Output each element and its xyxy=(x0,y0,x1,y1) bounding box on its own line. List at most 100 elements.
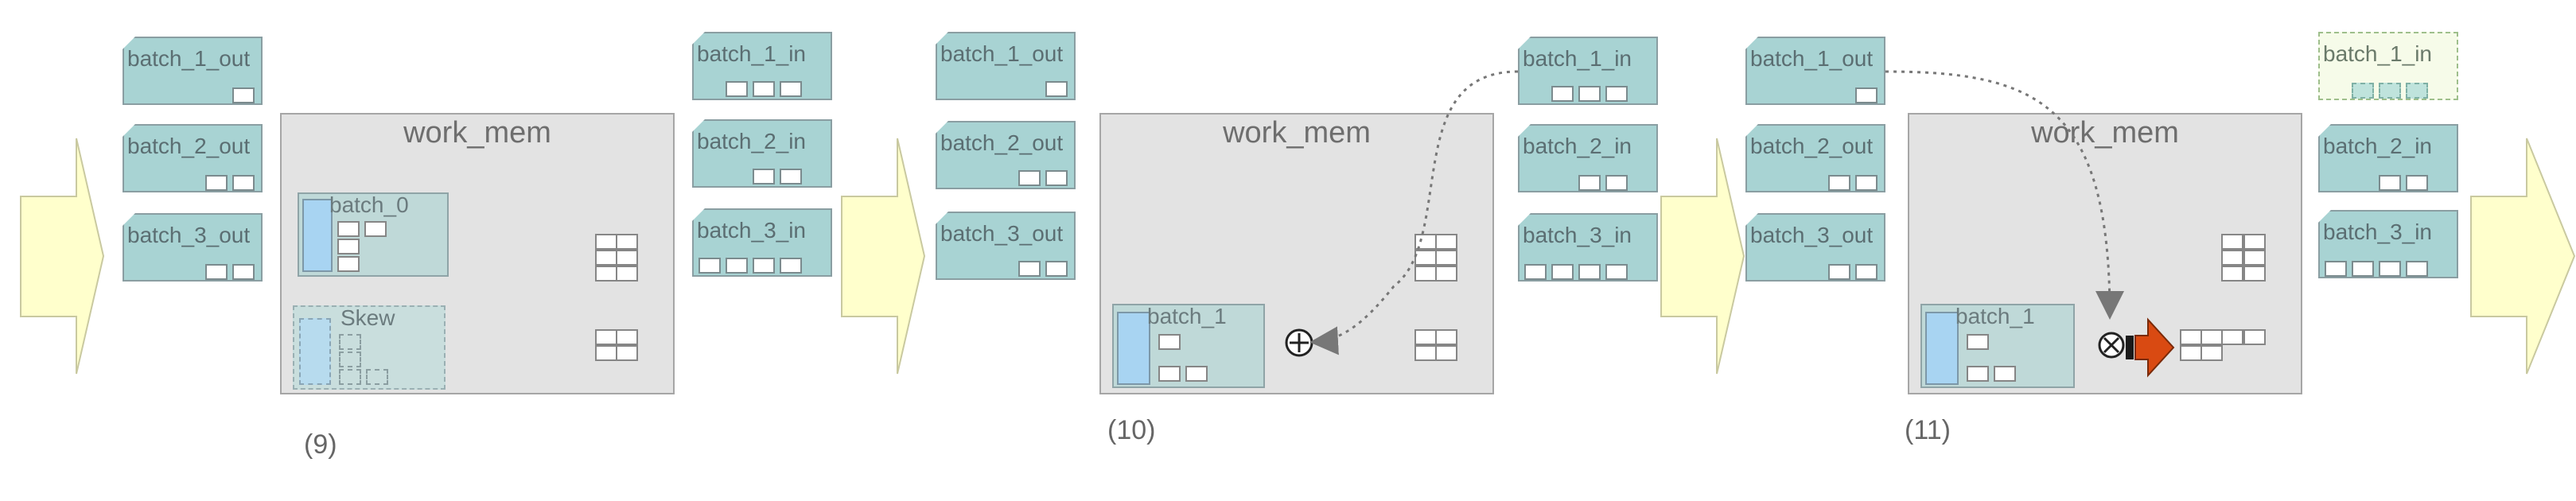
tuple-block xyxy=(1045,261,1068,277)
batch-3-out-card: batch_3_out xyxy=(123,213,263,282)
batch-1-box: batch_1 xyxy=(1920,304,2075,388)
batch-2-in-card: batch_2_in xyxy=(692,119,832,188)
buffer-block xyxy=(1414,329,1437,345)
work-mem-title: work_mem xyxy=(403,116,551,150)
tuple-block xyxy=(339,334,361,350)
tuple-block xyxy=(753,258,775,274)
tuple-block xyxy=(1605,175,1628,191)
card-label: batch_3_out xyxy=(1750,223,1874,247)
buffer-block xyxy=(2200,329,2223,345)
card-label: batch_1_out xyxy=(940,41,1064,66)
work-mem-title: work_mem xyxy=(2031,116,2179,150)
buffer-block xyxy=(1414,250,1437,266)
tuple-block xyxy=(205,264,228,280)
buffer-block xyxy=(2243,234,2266,250)
buffer-block xyxy=(1435,250,1457,266)
work-mem-box: work_mem batch_1 xyxy=(1099,113,1494,394)
circled-times-icon xyxy=(2098,332,2125,359)
buffer-block xyxy=(2200,345,2223,361)
batch-1-out-card: batch_1_out xyxy=(1745,37,1885,105)
card-label: batch_2_out xyxy=(1750,134,1874,158)
batch-1-label: batch_1 xyxy=(1147,304,1227,328)
tuple-block xyxy=(1158,366,1181,382)
tuple-block xyxy=(780,258,802,274)
tuple-block xyxy=(1185,366,1208,382)
buffer-block xyxy=(595,329,617,345)
tuple-block xyxy=(232,264,255,280)
tuple-block xyxy=(1018,261,1041,277)
batch-2-in-card: batch_2_in xyxy=(2318,124,2458,192)
card-label: batch_1_out xyxy=(127,46,251,71)
circled-plus-icon xyxy=(1285,328,1313,357)
tuple-block xyxy=(1158,334,1181,350)
skew-hash-table xyxy=(299,318,331,385)
step-label: (10) xyxy=(1107,415,1156,445)
card-label: batch_3_in xyxy=(1523,223,1632,247)
tuple-block xyxy=(2379,261,2401,277)
tuple-block xyxy=(232,87,255,103)
batch-0-box: batch_0 xyxy=(298,192,449,277)
batch-1-in-card: batch_1_in xyxy=(692,32,832,100)
tuple-block xyxy=(1551,86,1574,102)
tuple-block xyxy=(1018,170,1041,186)
tuple-block xyxy=(337,239,360,254)
buffer-block xyxy=(2243,250,2266,266)
buffer-block xyxy=(616,234,638,250)
card-label: batch_2_in xyxy=(697,129,807,153)
tuple-block xyxy=(1828,175,1850,191)
card-label: batch_2_in xyxy=(2323,134,2433,158)
step-label: (9) xyxy=(304,429,337,460)
tuple-block xyxy=(2406,261,2428,277)
buffer-block xyxy=(595,266,617,282)
batch-3-in-card: batch_3_in xyxy=(1518,213,1658,282)
card-label: batch_1_in xyxy=(697,41,807,66)
buffer-block xyxy=(2221,234,2243,250)
buffer-block xyxy=(616,329,638,345)
batch-2-out-card: batch_2_out xyxy=(1745,124,1885,192)
hash-table xyxy=(302,199,333,272)
flow-arrow-2 xyxy=(841,138,926,375)
tuple-block xyxy=(337,221,360,237)
batch-1-in-card-empty: batch_1_in xyxy=(2318,32,2458,100)
tuple-block xyxy=(753,169,775,184)
tuple-block xyxy=(1967,366,1989,382)
work-mem-title: work_mem xyxy=(1223,116,1371,150)
tuple-block xyxy=(1967,334,1989,350)
batch-2-out-card: batch_2_out xyxy=(123,124,263,192)
card-label: batch_2_in xyxy=(1523,134,1632,158)
batch-2-in-card: batch_2_in xyxy=(1518,124,1658,192)
tuple-block xyxy=(1551,264,1574,280)
batch-3-in-card: batch_3_in xyxy=(692,208,832,277)
buffer-block xyxy=(1414,345,1437,361)
tuple-block xyxy=(1855,264,1878,280)
buffer-block xyxy=(2243,329,2266,345)
buffer-block xyxy=(616,345,638,361)
tuple-block xyxy=(2379,175,2401,191)
tuple-block xyxy=(1578,264,1601,280)
tuple-block xyxy=(339,351,361,367)
batch-0-label: batch_0 xyxy=(329,192,409,217)
buffer-block xyxy=(1435,266,1457,282)
buffer-block xyxy=(2221,250,2243,266)
skew-label: Skew xyxy=(340,305,395,330)
tuple-block xyxy=(2352,83,2374,99)
work-mem-box: work_mem batch_1 xyxy=(1908,113,2302,394)
hash-table xyxy=(1925,312,1959,385)
tuple-block xyxy=(339,369,361,385)
batch-3-out-card: batch_3_out xyxy=(936,212,1076,280)
batch-2-out-card: batch_2_out xyxy=(936,121,1076,189)
batch-1-out-card: batch_1_out xyxy=(936,32,1076,100)
tuple-block xyxy=(232,175,255,191)
tuple-block xyxy=(780,81,802,97)
flow-arrow-1 xyxy=(20,138,105,375)
hash-table xyxy=(1117,312,1150,385)
flow-arrow-4 xyxy=(2470,138,2576,375)
tuple-block xyxy=(2325,261,2347,277)
buffer-block xyxy=(2221,266,2243,282)
buffer-block xyxy=(1414,234,1437,250)
tuple-block xyxy=(2406,83,2428,99)
card-label: batch_2_out xyxy=(940,130,1064,155)
tuple-block xyxy=(1605,264,1628,280)
tuple-block xyxy=(726,81,748,97)
tuple-block xyxy=(1828,264,1850,280)
